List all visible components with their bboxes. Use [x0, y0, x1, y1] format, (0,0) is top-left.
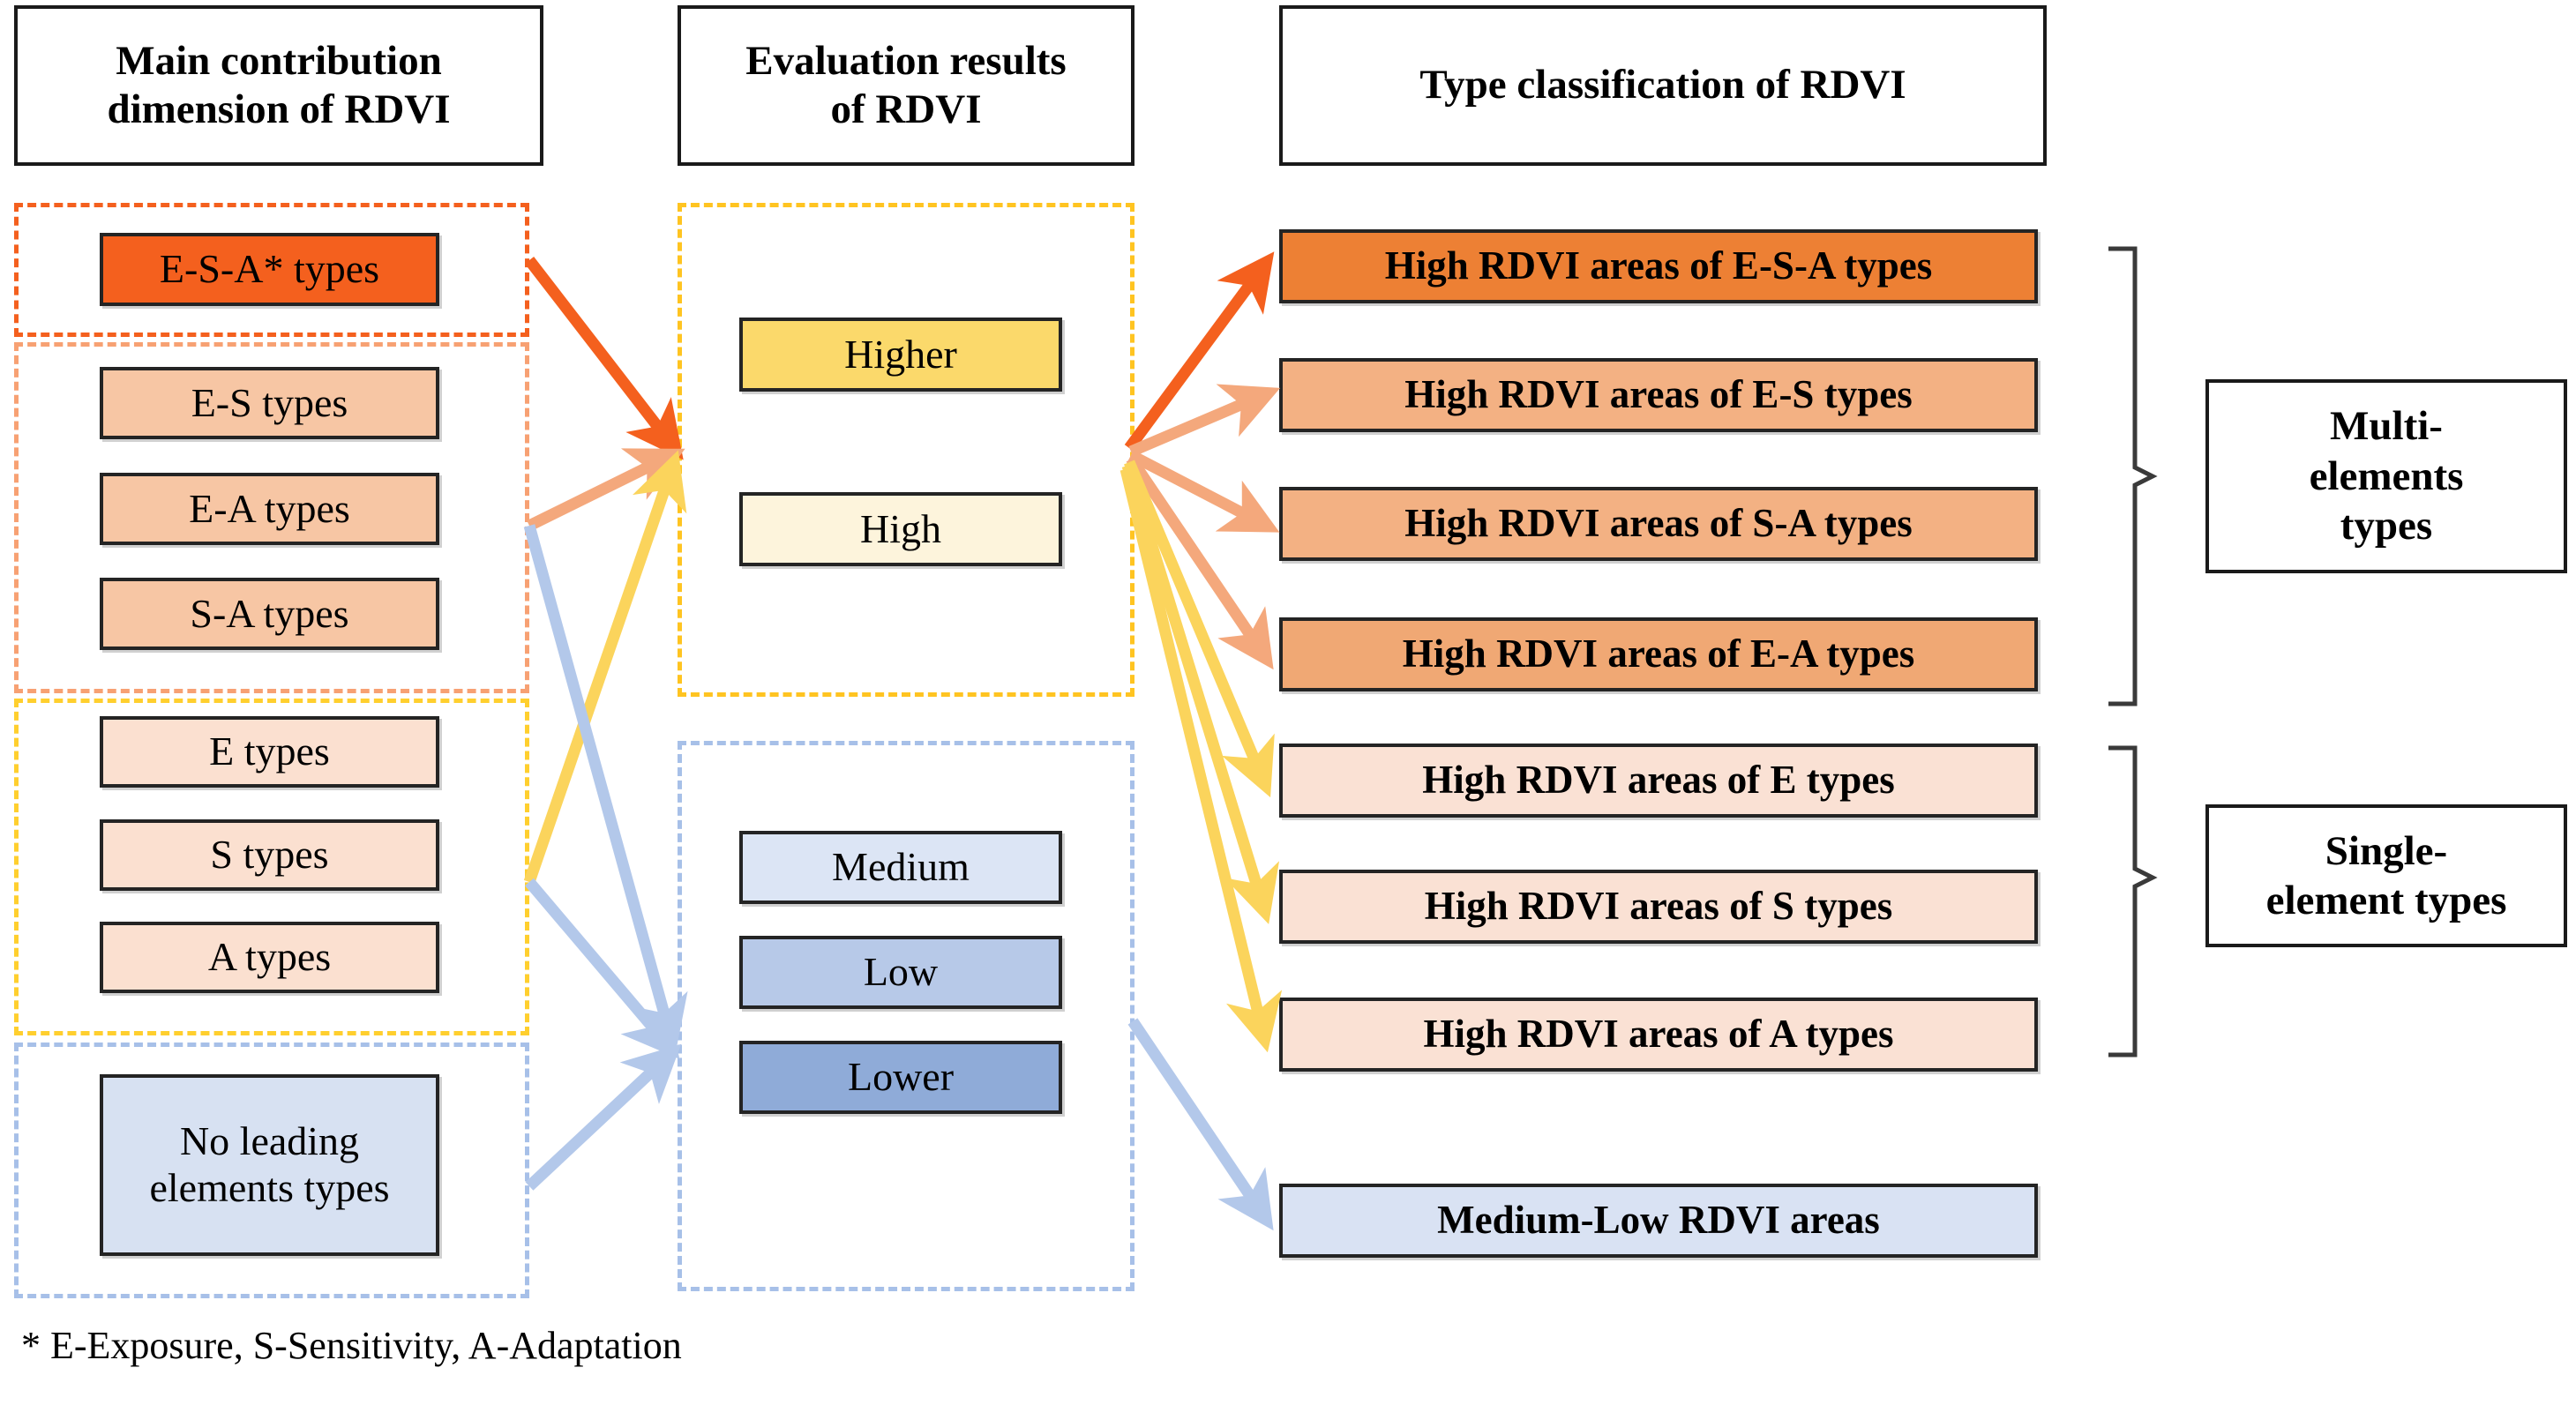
arrow-hub-to-high-rdvi-ea [1126, 455, 1274, 670]
node-medium[interactable]: Medium [739, 831, 1062, 904]
header-column-2: Evaluation results of RDVI [678, 5, 1134, 166]
arrow-no-leading-to-medium-low-group [525, 1043, 682, 1191]
header-column-3-line1: Type classification of RDVI [1419, 62, 1906, 108]
node-high-rdvi-s-label: High RDVI areas of S types [1424, 884, 1893, 929]
bracket-multi-elements [2108, 246, 2158, 706]
arrow-hub-to-high-rdvi-sa [1128, 450, 1280, 533]
node-high-rdvi-e-label: High RDVI areas of E types [1422, 758, 1895, 803]
category-multi-line3: types [2340, 503, 2433, 549]
node-high-label: High [860, 505, 941, 551]
node-high[interactable]: High [739, 492, 1062, 566]
node-high-rdvi-sa-label: High RDVI areas of S-A types [1404, 501, 1913, 546]
node-high-rdvi-es[interactable]: High RDVI areas of E-S types [1279, 358, 2038, 432]
node-medium-label: Medium [832, 844, 970, 890]
arrow-hub-to-high-rdvi-a [1120, 467, 1283, 1053]
node-lower-label: Lower [847, 1054, 955, 1100]
node-high-rdvi-es-label: High RDVI areas of E-S types [1404, 372, 1913, 417]
node-e-types-label: E types [209, 729, 330, 774]
node-higher[interactable]: Higher [739, 318, 1062, 392]
header-column-2-line1: Evaluation results [745, 37, 1067, 84]
node-high-rdvi-esa[interactable]: High RDVI areas of E-S-A types [1279, 229, 2038, 303]
node-no-leading-elements-types-label: No leading elements types [149, 1118, 390, 1210]
node-high-rdvi-ea-label: High RDVI areas of E-A types [1402, 632, 1915, 676]
header-column-1: Main contribution dimension of RDVI [14, 5, 543, 166]
header-column-1-line2: dimension of RDVI [107, 86, 451, 132]
node-sa-types[interactable]: S-A types [100, 578, 439, 650]
node-ea-types-label: E-A types [189, 485, 350, 531]
node-low[interactable]: Low [739, 936, 1062, 1009]
node-lower[interactable]: Lower [739, 1041, 1062, 1114]
node-sa-types-label: S-A types [190, 590, 349, 636]
node-higher-label: Higher [844, 331, 957, 377]
group-evaluation-medium-low [678, 741, 1134, 1291]
category-multi-elements-types: Multi- elements types [2205, 379, 2567, 573]
category-single-line2: element types [2265, 878, 2507, 923]
node-high-rdvi-sa[interactable]: High RDVI areas of S-A types [1279, 487, 2038, 561]
node-a-types-label: A types [207, 934, 332, 980]
header-column-2-line2: of RDVI [830, 86, 982, 132]
node-high-rdvi-e[interactable]: High RDVI areas of E types [1279, 744, 2038, 818]
arrow-hub-to-high-rdvi-esa [1124, 251, 1275, 452]
node-esa-types[interactable]: E-S-A* types [100, 233, 439, 306]
category-multi-line1: Multi- [2330, 403, 2443, 450]
node-high-rdvi-a[interactable]: High RDVI areas of A types [1279, 998, 2038, 1072]
node-es-types-label: E-S types [191, 379, 348, 425]
node-high-rdvi-ea[interactable]: High RDVI areas of E-A types [1279, 617, 2038, 691]
bracket-single-element [2108, 745, 2158, 1057]
arrow-hub-to-high-rdvi-s [1121, 464, 1280, 924]
arrow-single-element-to-high-group [523, 450, 687, 885]
header-column-1-line1: Main contribution [116, 37, 442, 84]
arrow-two-element-to-medium-low-group [523, 524, 688, 1055]
node-ea-types[interactable]: E-A types [100, 473, 439, 545]
node-high-rdvi-a-label: High RDVI areas of A types [1423, 1012, 1894, 1057]
node-s-types-label: S types [210, 832, 329, 878]
node-high-rdvi-s[interactable]: High RDVI areas of S types [1279, 870, 2038, 944]
node-high-rdvi-esa-label: High RDVI areas of E-S-A types [1384, 243, 1933, 288]
arrow-two-element-to-high-group [527, 448, 685, 531]
category-single-element-types: Single- element types [2205, 804, 2567, 947]
node-low-label: Low [863, 949, 939, 995]
footnote: * E-Exposure, S-Sensitivity, A-Adaptatio… [21, 1324, 682, 1367]
category-single-line1: Single- [2325, 827, 2448, 874]
arrow-hub-to-high-rdvi-e [1124, 460, 1275, 798]
node-es-types[interactable]: E-S types [100, 367, 439, 439]
header-column-3: Type classification of RDVI [1279, 5, 2047, 166]
node-medium-low-rdvi-areas-label: Medium-Low RDVI areas [1437, 1198, 1880, 1243]
arrow-esa-to-high-group [524, 257, 684, 460]
category-multi-line2: elements [2309, 452, 2464, 499]
arrow-single-element-to-medium-low-group [525, 878, 680, 1059]
node-no-leading-elements-types[interactable]: No leading elements types [100, 1074, 439, 1256]
group-evaluation-high [678, 203, 1134, 697]
node-e-types[interactable]: E types [100, 716, 439, 788]
node-a-types[interactable]: A types [100, 922, 439, 993]
arrow-hub-to-high-rdvi-es [1128, 384, 1281, 457]
node-medium-low-rdvi-areas[interactable]: Medium-Low RDVI areas [1279, 1184, 2038, 1258]
node-s-types[interactable]: S types [100, 819, 439, 891]
node-esa-types-label: E-S-A* types [159, 246, 380, 292]
arrow-medium-low-to-medium-low-rdvi [1127, 1018, 1274, 1231]
